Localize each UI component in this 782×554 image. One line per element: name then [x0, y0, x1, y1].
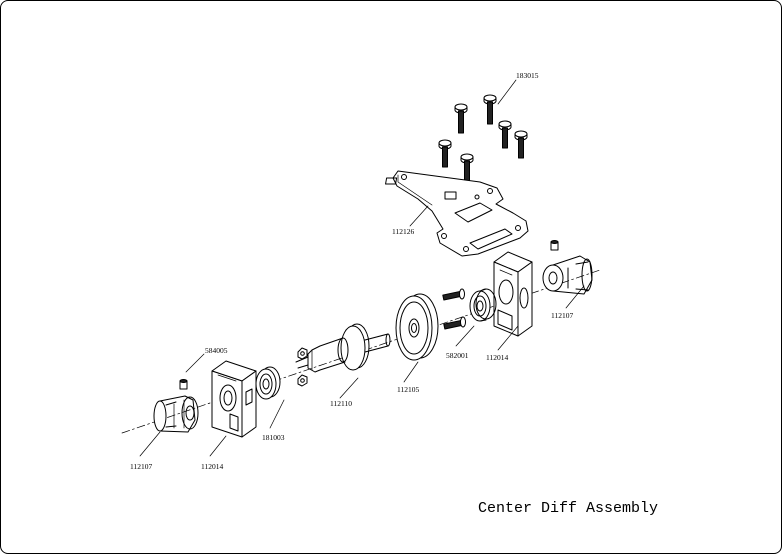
part-label-screws-top: 183015	[516, 71, 539, 80]
diagram-title: Center Diff Assembly	[478, 500, 659, 517]
bearing-icon	[469, 288, 497, 322]
screw-icon	[498, 120, 512, 149]
screw-icon	[443, 316, 466, 330]
screw-icon	[514, 130, 528, 159]
part-label-set-screw: 584005	[205, 346, 228, 355]
nut-icon	[297, 374, 308, 387]
part-label-outdrive-left: 112107	[130, 462, 152, 471]
screw-icon	[442, 288, 465, 301]
part-label-mount-right: 112014	[486, 353, 508, 362]
mount-block-left	[211, 360, 257, 438]
mount-block-right	[493, 251, 533, 337]
part-label-diff-shaft: 112110	[330, 399, 352, 408]
leader-line	[139, 431, 161, 457]
screw-icon	[438, 139, 452, 168]
bearing-icon	[255, 366, 281, 400]
part-label-spur-gear: 112105	[397, 385, 419, 394]
nut-icon	[297, 347, 308, 360]
leader-line	[409, 205, 429, 227]
screw-icon	[483, 94, 497, 125]
screw-icon	[460, 153, 474, 184]
leader-line	[185, 353, 205, 373]
leader-line	[339, 377, 359, 399]
set-screw-icon	[179, 379, 188, 390]
leader-line	[497, 79, 517, 105]
leader-line	[269, 399, 285, 429]
part-label-bearing: 181003	[262, 433, 285, 442]
outdrive-left	[153, 395, 199, 433]
part-label-mount-left: 112014	[201, 462, 223, 471]
leader-line	[497, 325, 519, 351]
spur-gear	[395, 293, 439, 361]
part-label-outdrive-right: 112107	[551, 311, 573, 320]
part-label-top-plate: 112126	[392, 227, 414, 236]
leader-line	[565, 285, 585, 309]
screw-icon	[454, 103, 468, 134]
leader-line	[455, 325, 475, 347]
leader-line	[403, 361, 419, 383]
outdrive-right	[542, 255, 593, 295]
top-plate	[385, 170, 529, 257]
part-label-screws-small: 582001	[446, 351, 469, 360]
leader-line	[209, 435, 227, 457]
diff-shaft	[295, 323, 391, 373]
set-screw-icon	[550, 240, 559, 251]
